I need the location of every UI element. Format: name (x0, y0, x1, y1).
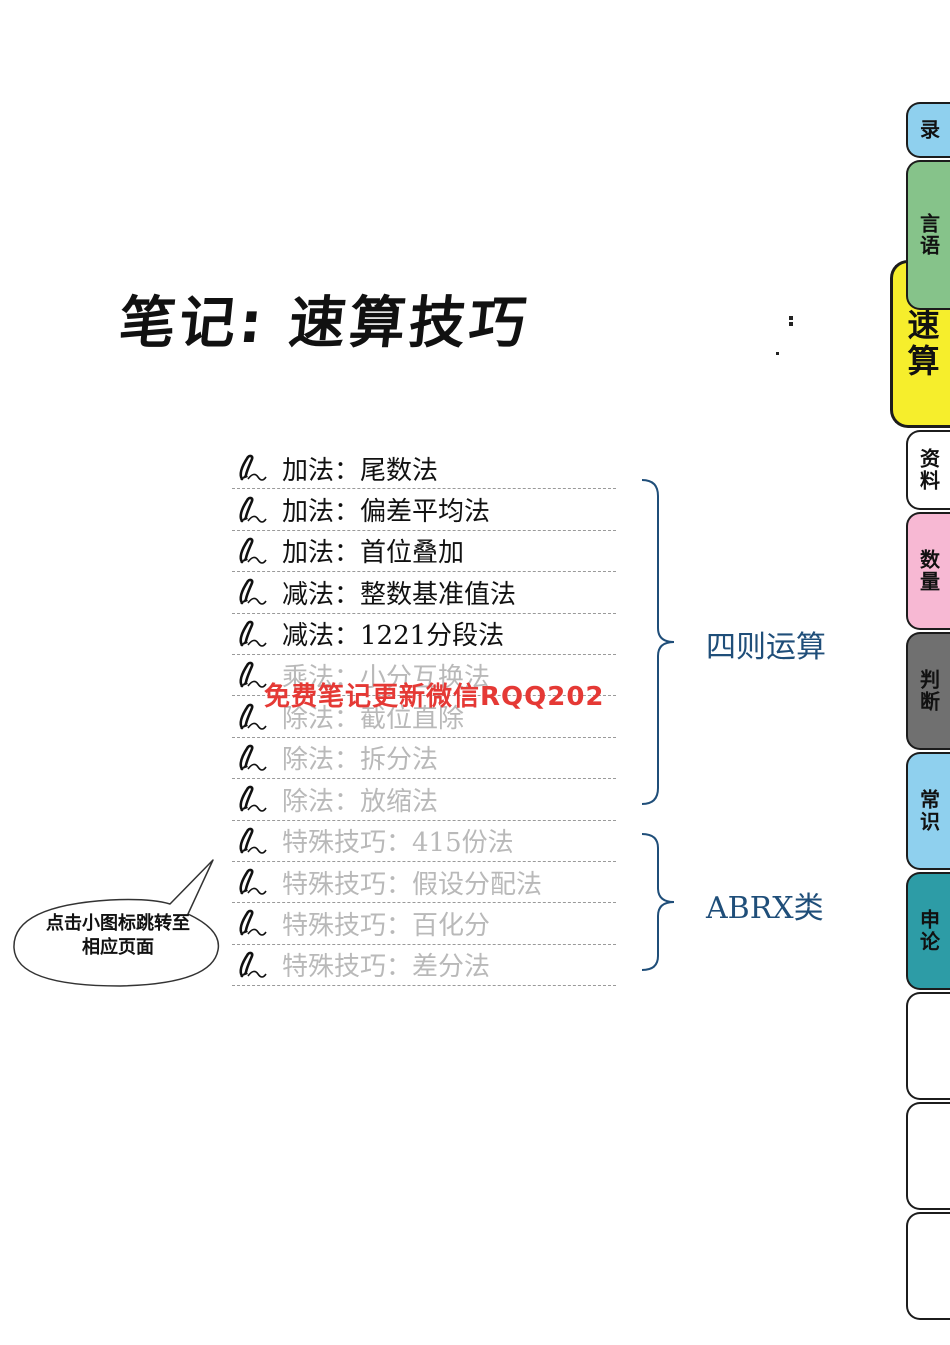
group-label-abrx: ABRX类 (706, 891, 824, 926)
technique-label: 除法：拆分法 (282, 745, 439, 776)
tab-label: 常识 (916, 789, 941, 833)
technique-item[interactable]: 加法：首位叠加 (232, 531, 616, 573)
technique-item[interactable]: 特殊技巧：百化分 (232, 903, 616, 945)
technique-item[interactable]: 加法：偏差平均法 (232, 489, 616, 531)
technique-label: 减法：1221分段法 (282, 621, 505, 652)
technique-item[interactable]: 除法：拆分法 (232, 738, 616, 780)
tab-3[interactable]: 资料 (906, 430, 950, 510)
tab-label: 录 (916, 119, 941, 141)
pen-icon[interactable] (234, 577, 268, 607)
empty-tab[interactable] (906, 992, 950, 1100)
technique-label: 特殊技巧：百化分 (282, 910, 491, 941)
technique-label: 特殊技巧：415份法 (282, 828, 514, 859)
technique-label: 除法：放缩法 (282, 786, 439, 817)
technique-label: 减法：整数基准值法 (282, 579, 517, 610)
tab-0[interactable]: 录 (906, 102, 950, 158)
tab-7[interactable]: 申论 (906, 872, 950, 990)
callout-text: 点击小图标跳转至相应页面 (46, 913, 190, 958)
pen-icon[interactable] (234, 453, 268, 483)
side-tabs: 录言语速算资料数量判断常识申论 (880, 102, 950, 1320)
pen-icon[interactable] (234, 660, 268, 690)
technique-item[interactable]: 减法：1221分段法 (232, 614, 616, 655)
technique-label: 加法：首位叠加 (282, 538, 465, 569)
pen-icon[interactable] (234, 743, 268, 773)
technique-label: 加法：尾数法 (282, 455, 439, 486)
tab-4[interactable]: 数量 (906, 512, 950, 630)
pen-icon[interactable] (234, 950, 268, 980)
pen-icon[interactable] (234, 826, 268, 856)
stray-mark (789, 316, 793, 320)
group-label-arithmetic: 四则运算 (706, 630, 826, 665)
empty-tab[interactable] (906, 1102, 950, 1210)
tab-label: 申论 (916, 909, 941, 953)
stray-mark (776, 352, 779, 355)
callout-bubble (13, 859, 220, 987)
abrx-brace (641, 833, 675, 971)
technique-item[interactable]: 减法：整数基准值法 (232, 572, 616, 614)
stray-mark (789, 322, 793, 326)
technique-label: 特殊技巧：差分法 (282, 952, 491, 983)
technique-item[interactable]: 加法：尾数法 (232, 448, 616, 490)
technique-item[interactable]: 乘法：小分互换法 (232, 655, 616, 697)
pen-icon[interactable] (234, 867, 268, 897)
tab-6[interactable]: 常识 (906, 752, 950, 870)
empty-tab[interactable] (906, 1212, 950, 1320)
pen-icon[interactable] (234, 908, 268, 938)
pen-icon[interactable] (234, 495, 268, 525)
tab-1[interactable]: 言语 (906, 160, 950, 310)
technique-item[interactable]: 除法：放缩法 (232, 779, 616, 821)
tab-label: 判断 (916, 669, 941, 713)
tab-label: 资料 (916, 448, 941, 492)
technique-list: 加法：尾数法加法：偏差平均法加法：首位叠加减法：整数基准值法减法：1221分段法… (232, 448, 616, 987)
pen-icon[interactable] (234, 784, 268, 814)
technique-item[interactable]: 除法：截位直除 (232, 696, 616, 738)
watermark: 免费笔记更新微信RQQ202 (264, 682, 605, 712)
technique-item[interactable]: 特殊技巧：415份法 (232, 821, 616, 862)
tab-label: 言语 (916, 213, 941, 257)
technique-label: 加法：偏差平均法 (282, 497, 491, 528)
technique-label: 除法：截位直除 (282, 704, 465, 735)
tab-5[interactable]: 判断 (906, 632, 950, 750)
page-title: 笔记: 速算技巧 (116, 291, 533, 356)
technique-label: 乘法：小分互换法 (282, 662, 491, 693)
technique-item[interactable]: 特殊技巧：差分法 (232, 945, 616, 987)
pen-icon[interactable] (234, 536, 268, 566)
pen-icon[interactable] (234, 702, 268, 732)
arithmetic-brace (641, 479, 675, 805)
pen-icon[interactable] (234, 619, 268, 649)
technique-label: 特殊技巧：假设分配法 (282, 869, 543, 900)
tab-label: 速算 (902, 308, 941, 380)
technique-item[interactable]: 特殊技巧：假设分配法 (232, 862, 616, 904)
tab-label: 数量 (916, 549, 941, 593)
